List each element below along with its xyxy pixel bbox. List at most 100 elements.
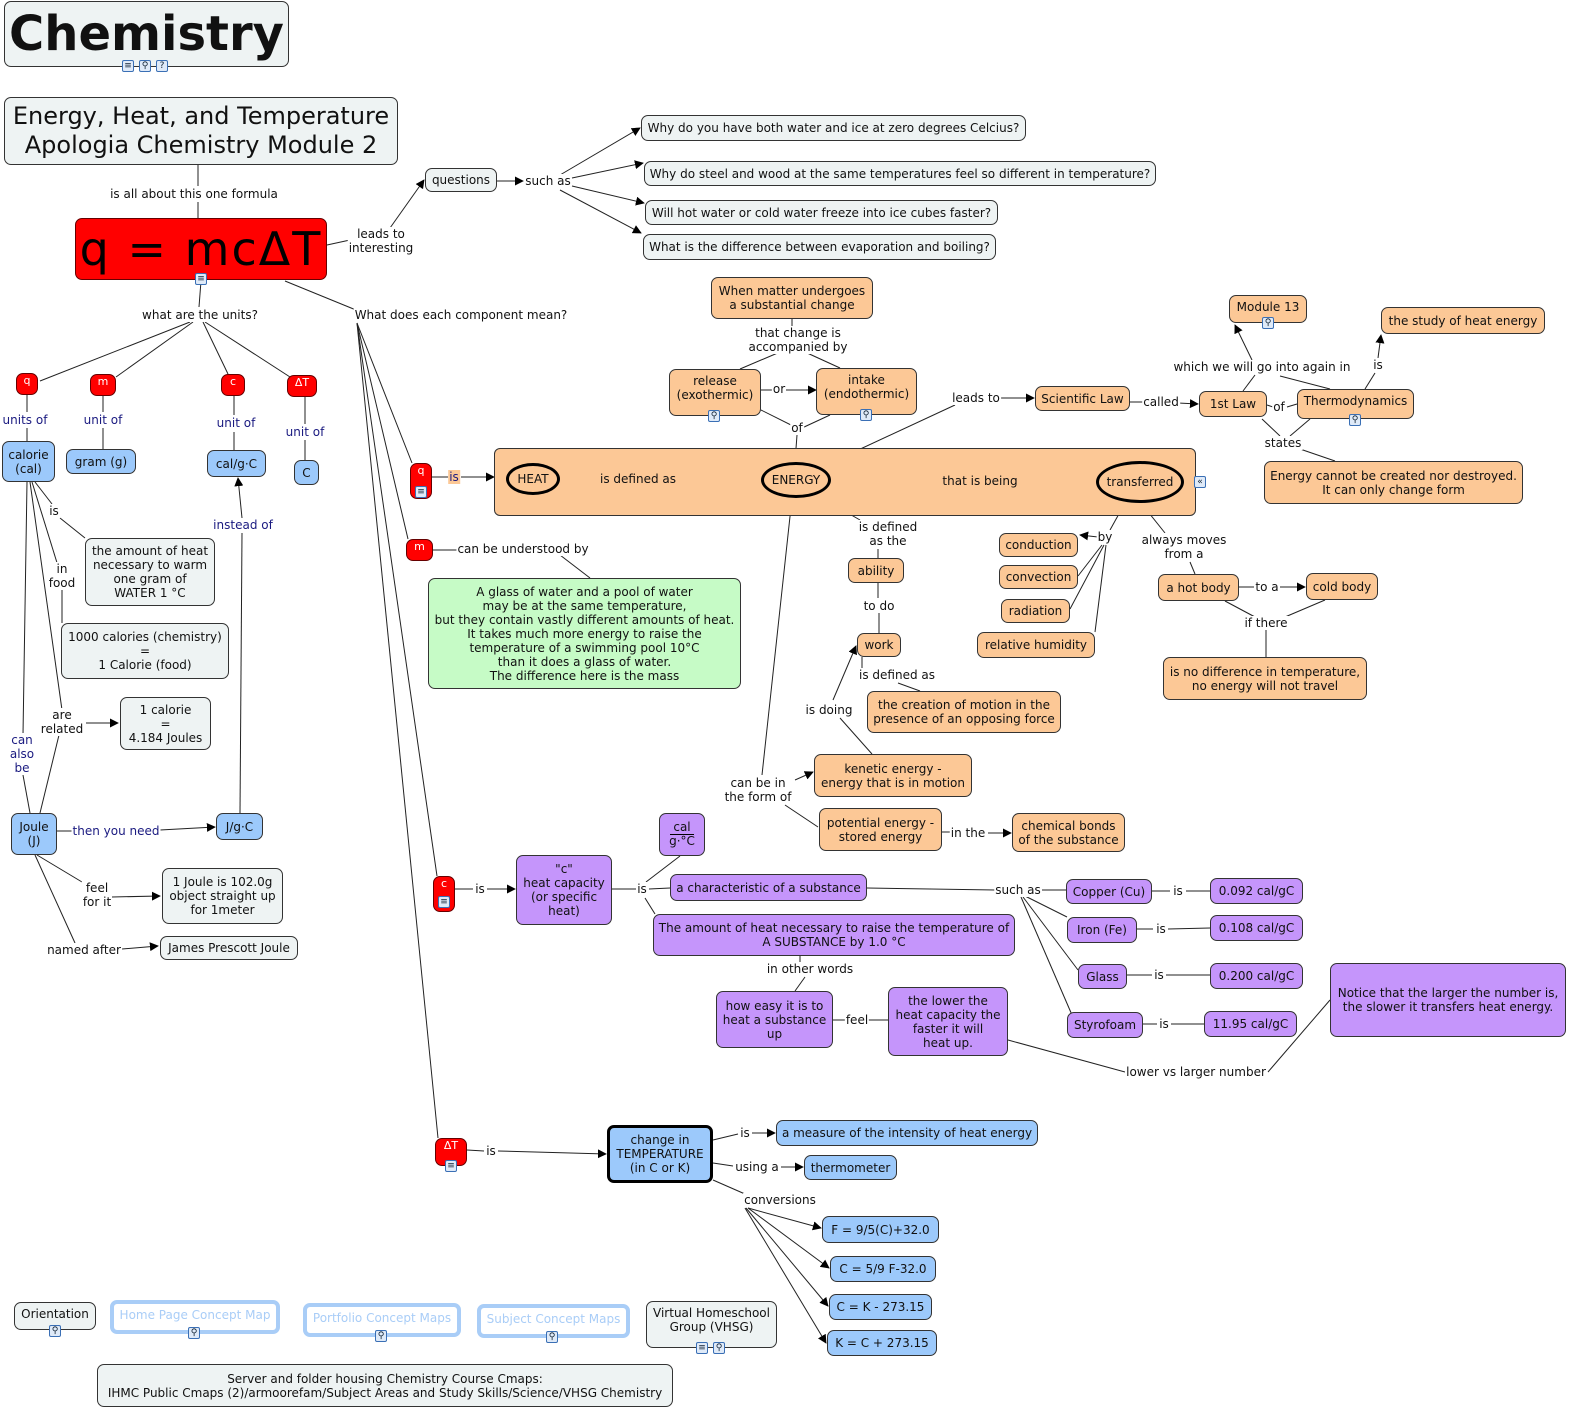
document-icon[interactable]: ≡ <box>415 486 427 498</box>
connector-line <box>59 517 86 539</box>
concept-vhsg[interactable]: Virtual Homeschool Group (VHSG) <box>646 1301 777 1348</box>
concept-label: q <box>23 374 31 387</box>
concept-map-icon[interactable]: ⚲ <box>49 1325 61 1337</box>
concept-release[interactable]: release (exothermic) <box>669 369 761 416</box>
link-label-instead-of: instead of <box>212 518 274 532</box>
concept-amount-heat: the amount of heat necessary to warm one… <box>85 538 215 606</box>
concept-study: the study of heat energy <box>1381 307 1545 334</box>
connector-line <box>571 185 645 206</box>
concept-map-icon[interactable]: ⚲ <box>860 409 872 421</box>
concept-label: 1st Law <box>1209 397 1257 411</box>
concept-label: Energy, Heat, and Temperature Apologia C… <box>12 102 390 159</box>
connector-line <box>22 774 31 814</box>
concept-sci-law: Scientific Law <box>1035 386 1130 411</box>
connector-line <box>559 189 642 234</box>
concept-label: a characteristic of a substance <box>676 880 861 895</box>
concept-intake[interactable]: intake (endothermic) <box>816 368 917 415</box>
concept-map-icon[interactable]: ⚲ <box>375 1330 387 1342</box>
concept-label: Subject Concept Maps <box>486 1312 621 1326</box>
concept-label: relative humidity <box>984 638 1088 652</box>
concept-map-icon[interactable]: ⚲ <box>188 1327 200 1339</box>
help-icon[interactable]: ? <box>156 60 168 72</box>
connector-line <box>804 351 841 369</box>
concept-map-icon[interactable]: ⚲ <box>713 1342 725 1354</box>
link-label-to-a: to a <box>1254 580 1280 594</box>
link-label-can-also: can also be <box>8 733 36 775</box>
concept-label: kenetic energy - energy that is in motio… <box>821 761 965 790</box>
document-icon[interactable]: ≡ <box>195 273 207 285</box>
link-label-feel-for: feel for it <box>81 881 113 909</box>
link-label-understood: can be understood by <box>456 542 590 556</box>
link-label-being: that is being <box>941 474 1019 488</box>
link-label-work-defined: is defined as <box>858 668 936 682</box>
connector-line <box>794 976 806 992</box>
connector-line <box>1224 600 1256 618</box>
concept-q3: Will hot water or cold water freeze into… <box>645 200 998 225</box>
concept-sym-c: c <box>221 374 245 396</box>
concept-label: ΔT <box>443 1139 459 1152</box>
connector-line <box>1284 599 1326 618</box>
connector-line <box>1077 544 1103 577</box>
concept-label: K = C + 273.15 <box>835 1336 929 1350</box>
connector-line <box>1167 927 1211 930</box>
concept-q1: Why do you have both water and ice at ze… <box>641 115 1026 141</box>
link-label-by: by <box>1096 530 1114 544</box>
concept-conv1: F = 9/5(C)+32.0 <box>822 1216 939 1243</box>
connector-line <box>1189 561 1196 575</box>
concept-label: Home Page Concept Map <box>119 1308 271 1322</box>
document-icon[interactable]: ≡ <box>122 60 134 72</box>
concept-label: the creation of motion in the presence o… <box>873 698 1055 726</box>
document-icon[interactable]: ≡ <box>696 1342 708 1354</box>
connector-line <box>761 497 793 776</box>
link-label-called: called <box>1142 395 1180 409</box>
connector-line <box>356 322 438 877</box>
link-label-conversions: conversions <box>743 1193 817 1207</box>
concept-label: gram (g) <box>74 454 128 469</box>
document-icon[interactable]: ≡ <box>438 896 450 908</box>
concept-label: a measure of the intensity of heat energ… <box>781 1126 1033 1140</box>
connector-line <box>22 481 28 736</box>
concept-label: c <box>440 877 448 890</box>
connector-line <box>745 1207 829 1307</box>
concept-label: HEAT <box>517 472 549 486</box>
concept-map-icon[interactable]: ⚲ <box>139 60 151 72</box>
connector-line <box>389 179 425 229</box>
concept-humidity: relative humidity <box>977 632 1095 658</box>
concept-map-icon[interactable]: ⚲ <box>708 410 720 422</box>
document-icon[interactable]: ≡ <box>445 1160 457 1172</box>
link-label-cap-is: is <box>636 882 648 896</box>
concept-iron: Iron (Fe) <box>1067 917 1137 943</box>
concept-topic: Energy, Heat, and Temperature Apologia C… <box>4 97 398 165</box>
concept-label: q = mcΔT <box>79 222 323 276</box>
concept-label: m <box>97 375 109 388</box>
connector-line <box>1279 375 1331 390</box>
concept-map-icon[interactable]: ⚲ <box>1349 414 1361 426</box>
concept-label: C = K - 273.15 <box>836 1300 925 1314</box>
concept-calgc: cal/g·C <box>207 450 266 477</box>
connector-line <box>239 532 243 814</box>
connector-line <box>29 481 63 711</box>
concept-label: questions <box>431 173 491 187</box>
concept-map-icon[interactable]: ⚲ <box>1262 317 1274 329</box>
collapse-icon[interactable]: « <box>1194 476 1206 488</box>
connector-line <box>497 1149 607 1159</box>
concept-q4: What is the difference between evaporati… <box>643 234 996 260</box>
connector-line <box>1261 418 1281 437</box>
concept-gram: gram (g) <box>66 449 136 474</box>
concept-label: radiation <box>1008 604 1063 618</box>
concept-label: m <box>414 540 425 553</box>
link-label-states: states <box>1263 436 1303 450</box>
link-label-defined-as-the: is defined as the <box>857 520 919 548</box>
link-label-cal-is: is <box>48 504 60 518</box>
connector-line <box>1375 334 1385 359</box>
concept-formula[interactable]: q = mcΔT <box>75 218 327 280</box>
connector-line <box>559 127 641 176</box>
concept-label: James Prescott Joule <box>168 941 290 955</box>
concept-title[interactable]: Chemistry <box>4 1 289 67</box>
concept-map-icon[interactable]: ⚲ <box>546 1331 558 1343</box>
concept-joule: Joule (J) <box>11 813 57 855</box>
concept-label: Iron (Fe) <box>1077 923 1127 937</box>
concept-label: ability <box>857 563 895 578</box>
connector-line <box>34 854 76 944</box>
